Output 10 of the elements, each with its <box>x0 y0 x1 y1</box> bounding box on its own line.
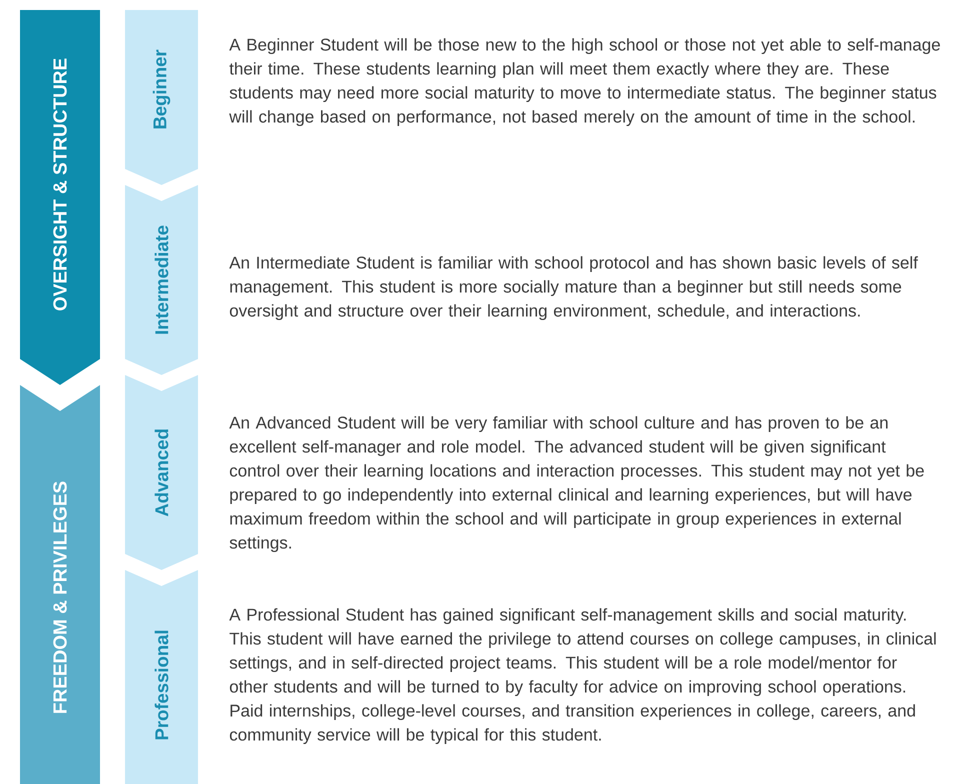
chevron-band: Advanced <box>125 375 198 570</box>
chevron-band: Professional <box>125 570 198 784</box>
chevron-band: Beginner <box>125 10 198 185</box>
description-text: An Intermediate Student is familiar with school protocol and has shown basic levels of self management. This student is more socially mature than a beginner but still needs some oversight and structure over their learning environment, schedule, and interactions. <box>229 256 918 320</box>
chevron-band: OVERSIGHT & STRUCTURE <box>20 10 100 385</box>
chevron-band: Intermediate <box>125 185 198 375</box>
chevron-band: FREEDOM & PRIVILEGES <box>20 385 100 784</box>
description-text: A Beginner Student will be those new to the high school or those not yet able to self-manage their time. These students learning plan will meet them exactly where they are. These students may need more social maturity to move to intermediate status. The beginner status will change based on performance, not based merely on the amount of time in the school. <box>229 38 940 126</box>
description-text: A Professional Student has gained significant self-management skills and social maturity. This student will have earned the privilege to attend courses on college campuses, in clinical settings, and in self-directed project teams. This student will be a role model/mentor for other students and will be turned to by faculty for advice on improving school operations. Paid internships, college-level courses, and transition experiences in college, careers, and community service will be typical for this student. <box>229 608 936 744</box>
description-text: An Advanced Student will be very familiar with school culture and has proven to be an excellent self-manager and role model. The advanced student will be given significant control over their learning locations and interaction processes. This student may not yet be prepared to go independently into external clinical and learning experiences, but will have maximum freedom within the school and will participate in group experiences in external settings. <box>229 416 924 552</box>
